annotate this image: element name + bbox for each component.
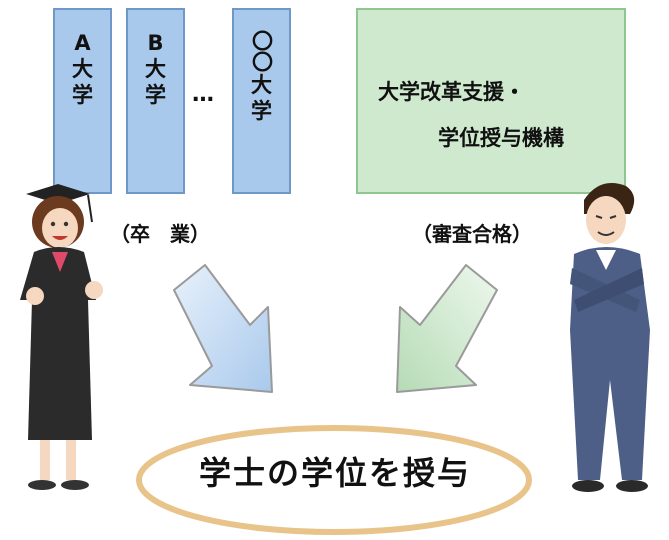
graduate-woman-illustration [20, 184, 103, 490]
examination-caption: （審査合格） [412, 222, 532, 246]
graduation-arrow [173, 264, 273, 393]
university-b-char-2: 学 [145, 83, 166, 107]
university-a-char-2: 学 [72, 83, 93, 107]
university-other-box: 〇〇 大 学 [232, 8, 291, 194]
businessman-illustration [570, 183, 650, 492]
graduation-caption: （卒 業） [110, 222, 210, 246]
niad-line-2: 学位授与機構 [438, 126, 564, 150]
university-b-box: B 大 学 [126, 8, 185, 194]
university-a-box: A 大 学 [53, 8, 112, 194]
examination-arrow [396, 264, 498, 393]
university-b-letter: B [147, 31, 164, 55]
result-label: 学士の学位を授与 [198, 454, 471, 492]
result-ellipse [136, 425, 532, 535]
university-a-letter: A [74, 31, 91, 55]
university-other-char-1: 大 [251, 73, 272, 97]
university-a-char-1: 大 [72, 57, 93, 81]
ellipsis: … [192, 82, 215, 107]
niad-box: 大学改革支援・ 学位授与機構 [356, 8, 626, 194]
university-b-char-1: 大 [145, 57, 166, 81]
niad-line-1: 大学改革支援・ [378, 80, 525, 104]
university-other-marks: 〇〇 [249, 30, 274, 72]
university-other-char-2: 学 [251, 99, 272, 123]
